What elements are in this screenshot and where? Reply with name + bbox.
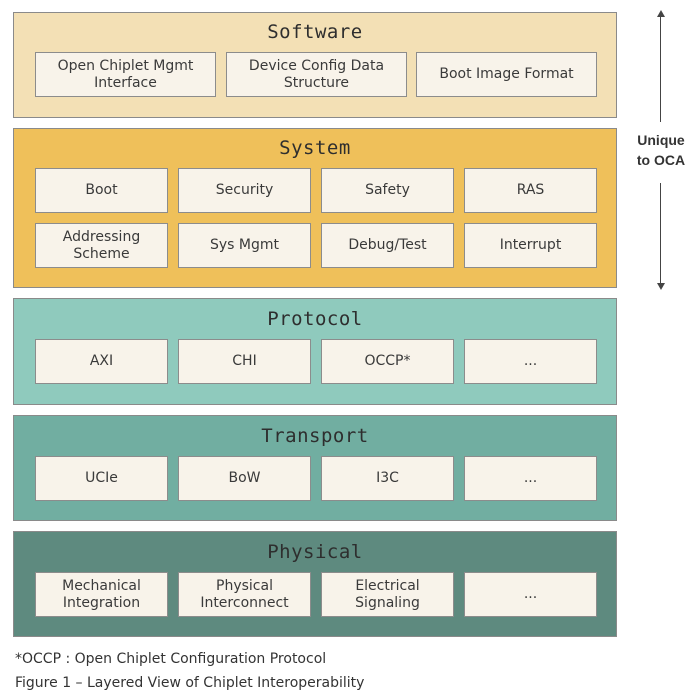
protocol-layer-title: Protocol bbox=[267, 308, 363, 330]
system-item-safety: Safety bbox=[321, 168, 454, 213]
system-item-ras: RAS bbox=[464, 168, 597, 213]
physical-layer-title: Physical bbox=[267, 541, 363, 563]
system-item-interrupt: Interrupt bbox=[464, 223, 597, 268]
transport-item-ucie: UCIe bbox=[35, 456, 168, 501]
arrow-up-icon bbox=[657, 10, 665, 17]
transport-item-more: ... bbox=[464, 456, 597, 501]
protocol-item-more: ... bbox=[464, 339, 597, 384]
system-item-security: Security bbox=[178, 168, 311, 213]
unique-to-oca-label: Unique to OCA bbox=[636, 132, 686, 168]
software-layer: Software Open Chiplet Mgmt Interface Dev… bbox=[13, 12, 617, 118]
protocol-item-chi: CHI bbox=[178, 339, 311, 384]
transport-item-bow: BoW bbox=[178, 456, 311, 501]
physical-item-interconnect: Physical Interconnect bbox=[178, 572, 311, 617]
software-item-device-config: Device Config Data Structure bbox=[226, 52, 407, 97]
protocol-item-occp: OCCP* bbox=[321, 339, 454, 384]
software-item-boot-image: Boot Image Format bbox=[416, 52, 597, 97]
protocol-layer: Protocol AXI CHI OCCP* ... bbox=[13, 298, 617, 405]
system-item-debug-test: Debug/Test bbox=[321, 223, 454, 268]
protocol-item-axi: AXI bbox=[35, 339, 168, 384]
arrow-down-icon bbox=[657, 283, 665, 290]
software-layer-title: Software bbox=[267, 21, 363, 43]
physical-item-mechanical: Mechanical Integration bbox=[35, 572, 168, 617]
arrow-line-top bbox=[660, 16, 661, 122]
figure-caption: Figure 1 – Layered View of Chiplet Inter… bbox=[15, 675, 365, 691]
transport-item-i3c: I3C bbox=[321, 456, 454, 501]
system-item-addressing: Addressing Scheme bbox=[35, 223, 168, 268]
transport-layer-title: Transport bbox=[261, 425, 369, 447]
physical-item-signaling: Electrical Signaling bbox=[321, 572, 454, 617]
system-layer: System Boot Security Safety RAS Addressi… bbox=[13, 128, 617, 288]
system-item-boot: Boot bbox=[35, 168, 168, 213]
transport-layer: Transport UCIe BoW I3C ... bbox=[13, 415, 617, 521]
physical-layer: Physical Mechanical Integration Physical… bbox=[13, 531, 617, 637]
system-layer-title: System bbox=[279, 137, 351, 159]
software-item-ocmi: Open Chiplet Mgmt Interface bbox=[35, 52, 216, 97]
system-item-sys-mgmt: Sys Mgmt bbox=[178, 223, 311, 268]
occp-footnote: *OCCP : Open Chiplet Configuration Proto… bbox=[15, 651, 327, 667]
arrow-line-bottom bbox=[660, 183, 661, 284]
physical-item-more: ... bbox=[464, 572, 597, 617]
